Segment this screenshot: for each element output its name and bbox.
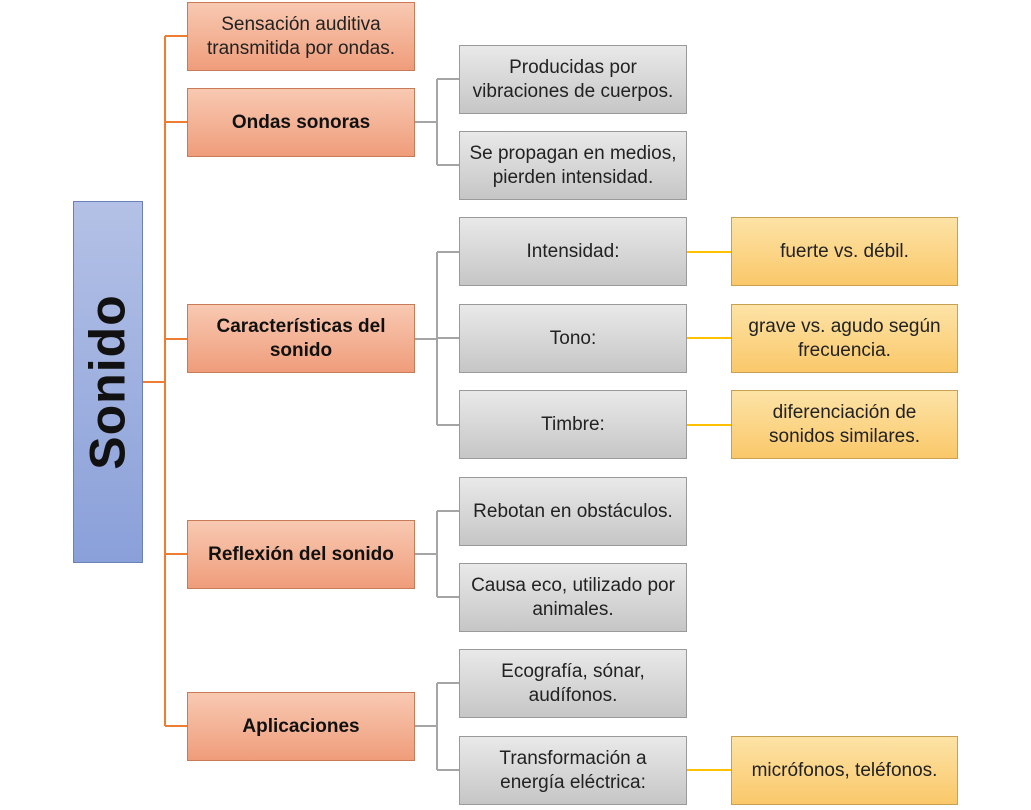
detail-timbre: diferenciación de sonidos similares. [731,390,958,459]
branch-reflexion-label: Reflexión del sonido [208,543,394,565]
node-timbre-label: Timbre: [541,413,605,435]
detail-tono-label: grave vs. agudo según frecuencia. [748,315,941,361]
root-connectors [143,35,187,727]
node-intensidad-label: Intensidad: [526,240,620,262]
branch-ondas-sonoras-label: Ondas sonoras [231,111,371,133]
node-producidas: Producidas por vibraciones de cuerpos. [459,45,687,114]
branch-definition-label: Sensación auditiva transmitida por ondas… [207,13,395,59]
node-tono-label: Tono: [549,327,597,349]
node-intensidad: Intensidad: [459,217,687,286]
branch-definition: Sensación auditiva transmitida por ondas… [187,2,415,71]
node-se-propagan: Se propagan en medios, pierden intensida… [459,131,687,200]
detail-tono: grave vs. agudo según frecuencia. [731,304,958,373]
root-node-sonido: Sonido [73,201,143,563]
node-rebotan: Rebotan en obstáculos. [459,477,687,546]
node-causa-eco-label: Causa eco, utilizado por animales. [471,574,675,620]
branch-connectors [415,78,459,771]
node-transformacion-label: Transformación a energía eléctrica: [499,747,647,793]
node-tono: Tono: [459,304,687,373]
node-producidas-label: Producidas por vibraciones de cuerpos. [472,56,674,102]
detail-intensidad-label: fuerte vs. débil. [780,240,909,262]
detail-connectors [686,251,731,771]
branch-aplicaciones: Aplicaciones [187,692,415,761]
branch-caracteristicas: Características del sonido [187,304,415,373]
node-rebotan-label: Rebotan en obstáculos. [473,500,673,522]
branch-aplicaciones-label: Aplicaciones [242,715,360,737]
node-causa-eco: Causa eco, utilizado por animales. [459,563,687,632]
detail-intensidad: fuerte vs. débil. [731,217,958,286]
branch-caracteristicas-label: Características del sonido [216,315,386,361]
branch-reflexion: Reflexión del sonido [187,520,415,589]
root-label: Sonido [80,294,137,470]
node-transformacion: Transformación a energía eléctrica: [459,736,687,805]
node-timbre: Timbre: [459,390,687,459]
node-ecografia: Ecografía, sónar, audífonos. [459,649,687,718]
branch-ondas-sonoras: Ondas sonoras [187,88,415,157]
detail-transformacion: micrófonos, teléfonos. [731,736,958,805]
node-ecografia-label: Ecografía, sónar, audífonos. [501,660,645,706]
detail-timbre-label: diferenciación de sonidos similares. [769,401,920,447]
node-se-propagan-label: Se propagan en medios, pierden intensida… [469,142,677,188]
detail-transformacion-label: micrófonos, teléfonos. [751,759,938,781]
